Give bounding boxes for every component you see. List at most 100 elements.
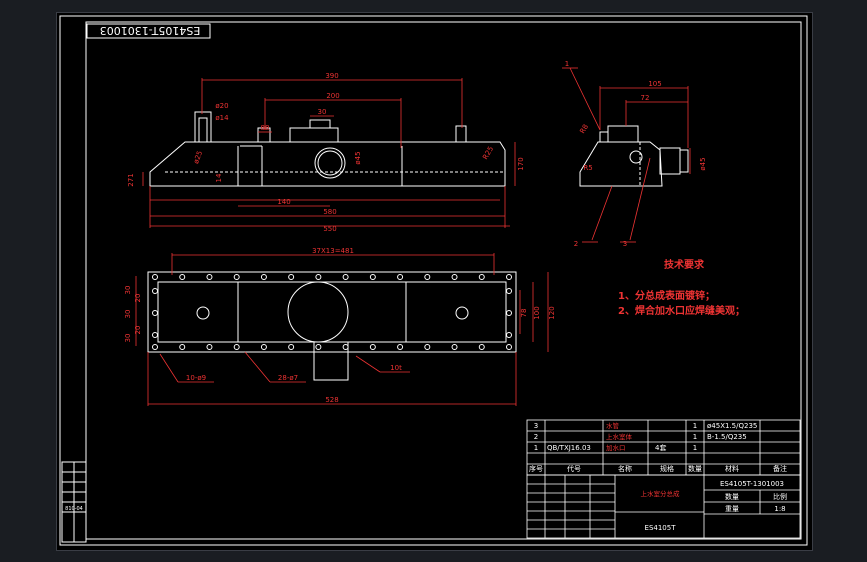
dim-200: 200: [326, 92, 339, 100]
bom-row2-name: 上水室体: [606, 432, 633, 441]
dim-14: 14: [215, 173, 223, 182]
plan-dimension-lines: [135, 253, 549, 406]
bolt-hole: [451, 344, 458, 350]
dim-phi45: ø45: [354, 151, 362, 164]
bolt-hole: [152, 344, 158, 350]
dim-72: 72: [641, 94, 650, 102]
tech-requirement-2: 2、焊合加水口应焊缝美观；: [618, 304, 745, 317]
front-view: [149, 111, 506, 187]
bolt-hole: [260, 344, 267, 350]
bolt-hole: [506, 332, 512, 338]
bom-row1-code: QB/TXJ16.03: [547, 444, 591, 452]
bolt-holes: [152, 274, 512, 350]
bom-table: [526, 419, 801, 476]
dim-37x13: 37X13=481: [312, 247, 354, 255]
bom-row1-no: 1: [534, 444, 538, 452]
bolt-hole: [506, 288, 512, 294]
bom-row2-no: 2: [534, 433, 538, 441]
bolt-hole: [260, 274, 267, 280]
dim-120: 120: [548, 306, 556, 319]
dim-phi45-side: ø45: [699, 157, 707, 170]
bom-row3-name: 水管: [606, 421, 620, 430]
dim-phi20: ø20: [215, 102, 228, 110]
drawing-number-rotated: ES4105T-1301003: [100, 24, 201, 37]
bolt-hole: [152, 310, 158, 316]
bom-header-remark: 备注: [773, 464, 787, 473]
bolt-hole: [506, 310, 512, 316]
bom-header-material: 材料: [725, 464, 739, 473]
dim-550: 550: [323, 225, 336, 233]
dim-r8: R8: [578, 123, 590, 135]
bom-row2-qty: 1: [693, 433, 697, 441]
bolt-hole: [152, 274, 158, 280]
bolt-hole: [397, 274, 404, 280]
dim-phi14: ø14: [215, 114, 229, 122]
bolt-hole: [179, 344, 186, 350]
bolt-hole: [478, 274, 485, 280]
side-dimension-lines: [562, 67, 691, 243]
callout-2: 2: [574, 240, 578, 248]
plan-view: [147, 271, 517, 381]
callout-3: 3: [623, 240, 627, 248]
label-10t: 10t: [390, 364, 402, 372]
inner-frame: [85, 21, 802, 540]
dim-88: 88: [261, 124, 270, 132]
outer-frame: [59, 15, 808, 546]
bolt-hole: [506, 344, 512, 350]
front-dimension-lines: [142, 78, 516, 228]
bolt-hole: [369, 344, 376, 350]
dim-170: 170: [517, 157, 525, 170]
bom-header-no: 序号: [529, 464, 543, 473]
dim-plan-30b: 30: [124, 310, 132, 319]
bom-row2-material: B-1.5/Q235: [707, 433, 747, 441]
tech-requirements-title: 技术要求: [664, 258, 705, 271]
bolt-hole: [315, 274, 322, 280]
bolt-hole: [233, 274, 240, 280]
bolt-hole: [152, 288, 158, 294]
dim-plan-20a: 20: [134, 294, 142, 303]
dim-140: 140: [277, 198, 290, 206]
drawing-number-box: [86, 23, 211, 39]
bolt-hole: [233, 344, 240, 350]
bom-header-name: 名称: [618, 464, 632, 473]
bom-row3-material: ø45X1.5/Q235: [707, 422, 757, 430]
dim-r25: R25: [481, 145, 495, 161]
bom-row1-qty: 1: [693, 444, 697, 452]
left-strip-label: 810-04: [65, 506, 83, 512]
dim-528: 528: [325, 396, 338, 404]
title-drawing-code: ES4105T-1301003: [720, 480, 784, 488]
dim-plan-30a: 30: [124, 286, 132, 295]
label-10-holes: 10-ø9: [186, 374, 206, 382]
dim-100: 100: [533, 306, 541, 319]
bolt-hole: [397, 344, 404, 350]
title-part-name: 上水室分总成: [641, 489, 681, 498]
bolt-hole: [288, 344, 295, 350]
dim-390: 390: [325, 72, 338, 80]
title-model: ES4105T: [645, 524, 677, 532]
bolt-hole: [506, 274, 512, 280]
bom-row1-extra: 4套: [655, 443, 666, 452]
bolt-hole: [424, 344, 431, 350]
bolt-hole: [206, 344, 213, 350]
bolt-hole: [342, 274, 349, 280]
bolt-hole: [451, 274, 458, 280]
bom-header-qty: 数量: [688, 464, 702, 473]
bom-header-code: 代号: [567, 464, 581, 473]
title-weight-label: 重量: [725, 505, 739, 513]
title-block: [526, 474, 801, 539]
title-qty-label: 数量: [725, 492, 739, 501]
bolt-hole: [152, 332, 158, 338]
dim-r5: R5: [583, 164, 592, 172]
bolt-hole: [315, 344, 322, 350]
dim-30: 30: [318, 108, 327, 116]
side-view: [579, 125, 689, 187]
bolt-hole: [342, 344, 349, 350]
bolt-hole: [288, 274, 295, 280]
bom-row3-qty: 1: [693, 422, 697, 430]
bom-row3-no: 3: [534, 422, 538, 430]
tech-requirement-1: 1、分总成表面镀锌；: [618, 289, 715, 302]
bolt-hole: [206, 274, 213, 280]
bolt-hole: [369, 274, 376, 280]
